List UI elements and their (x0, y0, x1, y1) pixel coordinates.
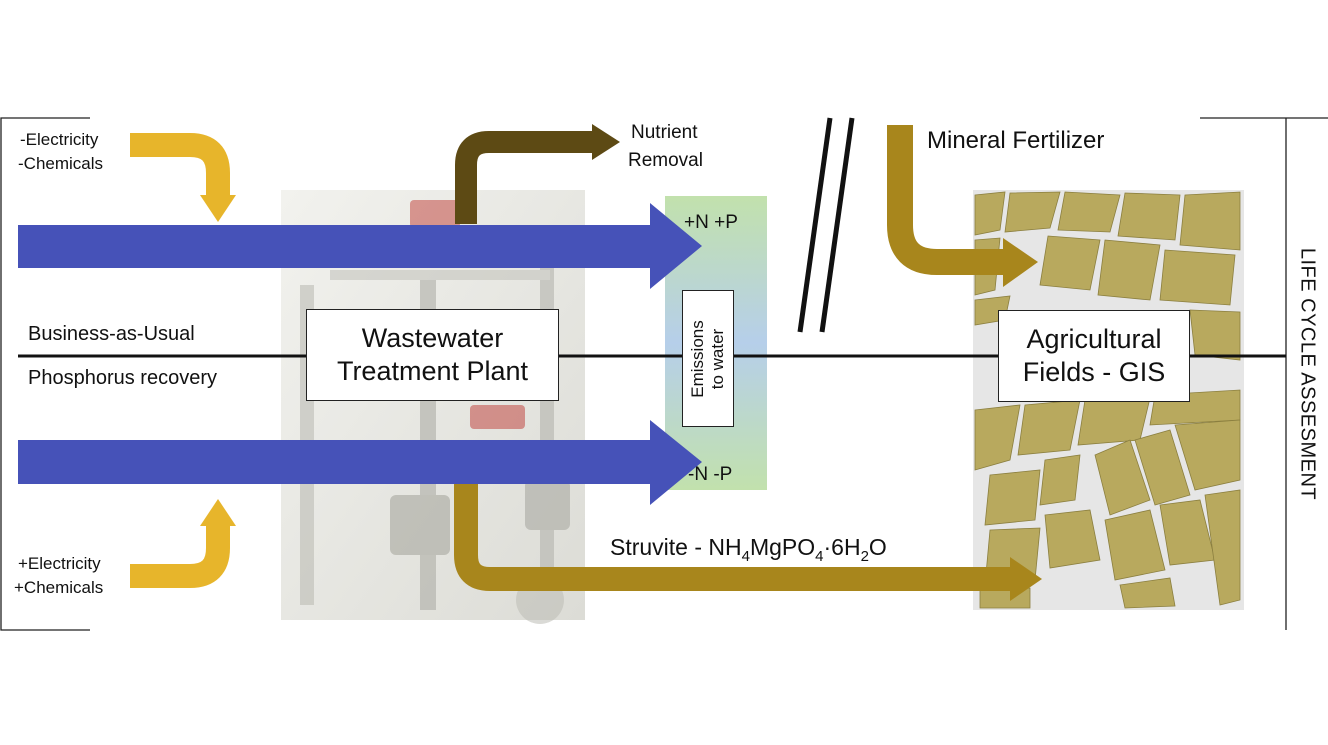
energy-arrowheads (200, 195, 236, 526)
lca-frame (0, 117, 1328, 631)
wastewater-flow-arrows (18, 203, 702, 505)
emissions-to-water-box: Emissions to water (682, 290, 734, 427)
nutrient-removal-arrow (455, 131, 595, 224)
mineral-fertilizer-arrow (887, 125, 1010, 275)
bau-input-chemicals: -Chemicals (18, 154, 103, 173)
fields-line-1: Agricultural (1026, 324, 1162, 354)
struvite-arrowhead (1010, 557, 1042, 601)
fields-line-2: Fields - GIS (1022, 357, 1166, 387)
energy-arrows (130, 133, 230, 588)
bau-scenario-label: Business-as-Usual (28, 323, 195, 345)
wwtp-line-1: Wastewater (361, 323, 504, 353)
nutrient-removal-arrowhead (592, 124, 620, 160)
wastewater-treatment-plant-box: Wastewater Treatment Plant (306, 309, 559, 401)
mineral-fertilizer-label: Mineral Fertilizer (927, 127, 1104, 154)
bau-emission-tag: +N +P (684, 212, 738, 233)
agricultural-fields-box: Agricultural Fields - GIS (998, 310, 1190, 402)
life-cycle-assessment-label: LIFE CYCLE ASSESMENT (1286, 118, 1328, 630)
recovery-input-chemicals: +Chemicals (14, 578, 103, 597)
nutrient-removal-label-1: Nutrient (631, 122, 698, 143)
emissions-line-1: Emissions (688, 319, 707, 398)
struvite-arrow (454, 484, 1020, 591)
nutrient-removal-label-2: Removal (628, 150, 703, 171)
recovery-scenario-label: Phosphorus recovery (28, 367, 217, 389)
mineral-fertilizer-arrowhead (1003, 238, 1038, 287)
recovery-emission-tag: -N -P (688, 464, 732, 485)
bau-input-electricity: -Electricity (20, 130, 99, 149)
lca-title: LIFE CYCLE ASSESMENT (1296, 247, 1319, 501)
wwtp-line-2: Treatment Plant (336, 356, 529, 386)
struvite-label: Struvite - NH4MgPO4·6H2O (610, 534, 887, 565)
recovery-input-electricity: +Electricity (18, 554, 101, 573)
emissions-line-2: to water (708, 328, 727, 389)
boundary-break-marks (797, 117, 855, 333)
